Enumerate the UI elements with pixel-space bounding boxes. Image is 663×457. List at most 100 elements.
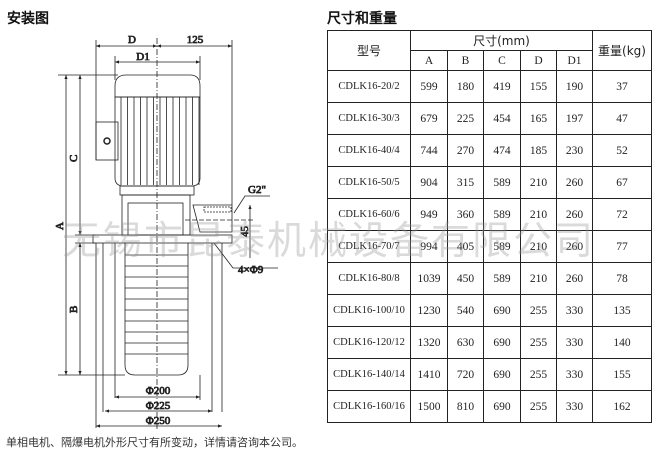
table-cell: 230 xyxy=(556,134,593,167)
cell-model: CDLK16-120/12 xyxy=(327,326,411,359)
table-cell: 690 xyxy=(483,326,521,359)
table-cell: 47 xyxy=(592,102,652,135)
table-cell: 197 xyxy=(556,102,593,135)
header-col-c: C xyxy=(483,50,521,71)
label-c: C xyxy=(68,155,80,162)
table-cell: 720 xyxy=(447,358,484,391)
table-cell: 255 xyxy=(520,294,557,327)
table-cell: 77 xyxy=(592,230,652,263)
table-cell: 454 xyxy=(483,102,521,135)
table-cell: 589 xyxy=(483,198,521,231)
table-cell: 744 xyxy=(410,134,448,167)
pump-body xyxy=(124,243,189,376)
table-cell: 135 xyxy=(592,294,652,327)
table-cell: 185 xyxy=(520,134,557,167)
motor-cap xyxy=(114,74,201,98)
table-cell: 210 xyxy=(520,198,557,231)
cell-model: CDLK16-50/5 xyxy=(327,166,411,199)
table-cell: 949 xyxy=(410,198,448,231)
header-col-d1: D1 xyxy=(556,50,593,71)
label-d1: D1 xyxy=(136,51,149,63)
table-cell: 1320 xyxy=(410,326,448,359)
table-cell: 260 xyxy=(556,262,593,295)
table-cell: 255 xyxy=(520,390,557,423)
table-cell: 260 xyxy=(556,198,593,231)
table-cell: 904 xyxy=(410,166,448,199)
table-cell: 540 xyxy=(447,294,484,327)
label-phi250: Φ250 xyxy=(146,415,171,427)
cell-model: CDLK16-20/2 xyxy=(327,70,411,103)
table-cell: 255 xyxy=(520,326,557,359)
drawing-title: 安装图 xyxy=(7,11,49,27)
table-cell: 1410 xyxy=(410,358,448,391)
table-cell: 330 xyxy=(556,326,593,359)
table-cell: 210 xyxy=(520,166,557,199)
outlet xyxy=(192,204,233,233)
table-cell: 72 xyxy=(592,198,652,231)
table-cell: 690 xyxy=(483,358,521,391)
table-cell: 260 xyxy=(556,230,593,263)
table-cell: 679 xyxy=(410,102,448,135)
cell-model: CDLK16-30/3 xyxy=(327,102,411,135)
cell-model: CDLK16-40/4 xyxy=(327,134,411,167)
table-cell: 419 xyxy=(483,70,521,103)
installation-drawing: D 125 D1 A C B G2" 45 4×Φ9 Φ200 Φ225 Φ25… xyxy=(54,34,278,430)
label-d: D xyxy=(128,34,136,46)
table-cell: 315 xyxy=(447,166,484,199)
header-weight: 重量(kg) xyxy=(592,30,652,71)
table-cell: 52 xyxy=(592,134,652,167)
label-45: 45 xyxy=(239,226,251,238)
table-cell: 37 xyxy=(592,70,652,103)
table-cell: 67 xyxy=(592,166,652,199)
table-cell: 405 xyxy=(447,230,484,263)
table-cell: 599 xyxy=(410,70,448,103)
table-cell: 589 xyxy=(483,262,521,295)
cell-model: CDLK16-80/8 xyxy=(327,262,411,295)
header-size: 尺寸(mm) xyxy=(410,30,593,51)
table-cell: 78 xyxy=(592,262,652,295)
footer-note: 单相电机、隔爆电机外形尺寸有所变动，详情请咨询本公司。 xyxy=(6,436,303,449)
table-cell: 450 xyxy=(447,262,484,295)
table-cell: 210 xyxy=(520,262,557,295)
header-col-b: B xyxy=(447,50,484,71)
table-cell: 190 xyxy=(556,70,593,103)
table-cell: 330 xyxy=(556,390,593,423)
table-cell: 589 xyxy=(483,166,521,199)
table-cell: 810 xyxy=(447,390,484,423)
table-cell: 210 xyxy=(520,230,557,263)
table-cell: 589 xyxy=(483,230,521,263)
table-cell: 255 xyxy=(520,358,557,391)
table-cell: 162 xyxy=(592,390,652,423)
table-cell: 165 xyxy=(520,102,557,135)
table-cell: 630 xyxy=(447,326,484,359)
label-phi200: Φ200 xyxy=(146,385,171,397)
table-cell: 225 xyxy=(447,102,484,135)
table-cell: 330 xyxy=(556,358,593,391)
label-holes: 4×Φ9 xyxy=(238,264,264,276)
cell-model: CDLK16-70/7 xyxy=(327,230,411,263)
table-cell: 155 xyxy=(592,358,652,391)
label-a: A xyxy=(54,222,66,230)
label-b: B xyxy=(68,306,80,313)
table-cell: 690 xyxy=(483,294,521,327)
table-title: 尺寸和重量 xyxy=(327,11,397,27)
cell-model: CDLK16-160/16 xyxy=(327,390,411,423)
table-cell: 260 xyxy=(556,166,593,199)
terminal-box xyxy=(95,121,119,161)
pump-bracket xyxy=(121,194,191,236)
table-cell: 270 xyxy=(447,134,484,167)
label-phi225: Φ225 xyxy=(146,400,171,412)
header-col-a: A xyxy=(410,50,448,71)
